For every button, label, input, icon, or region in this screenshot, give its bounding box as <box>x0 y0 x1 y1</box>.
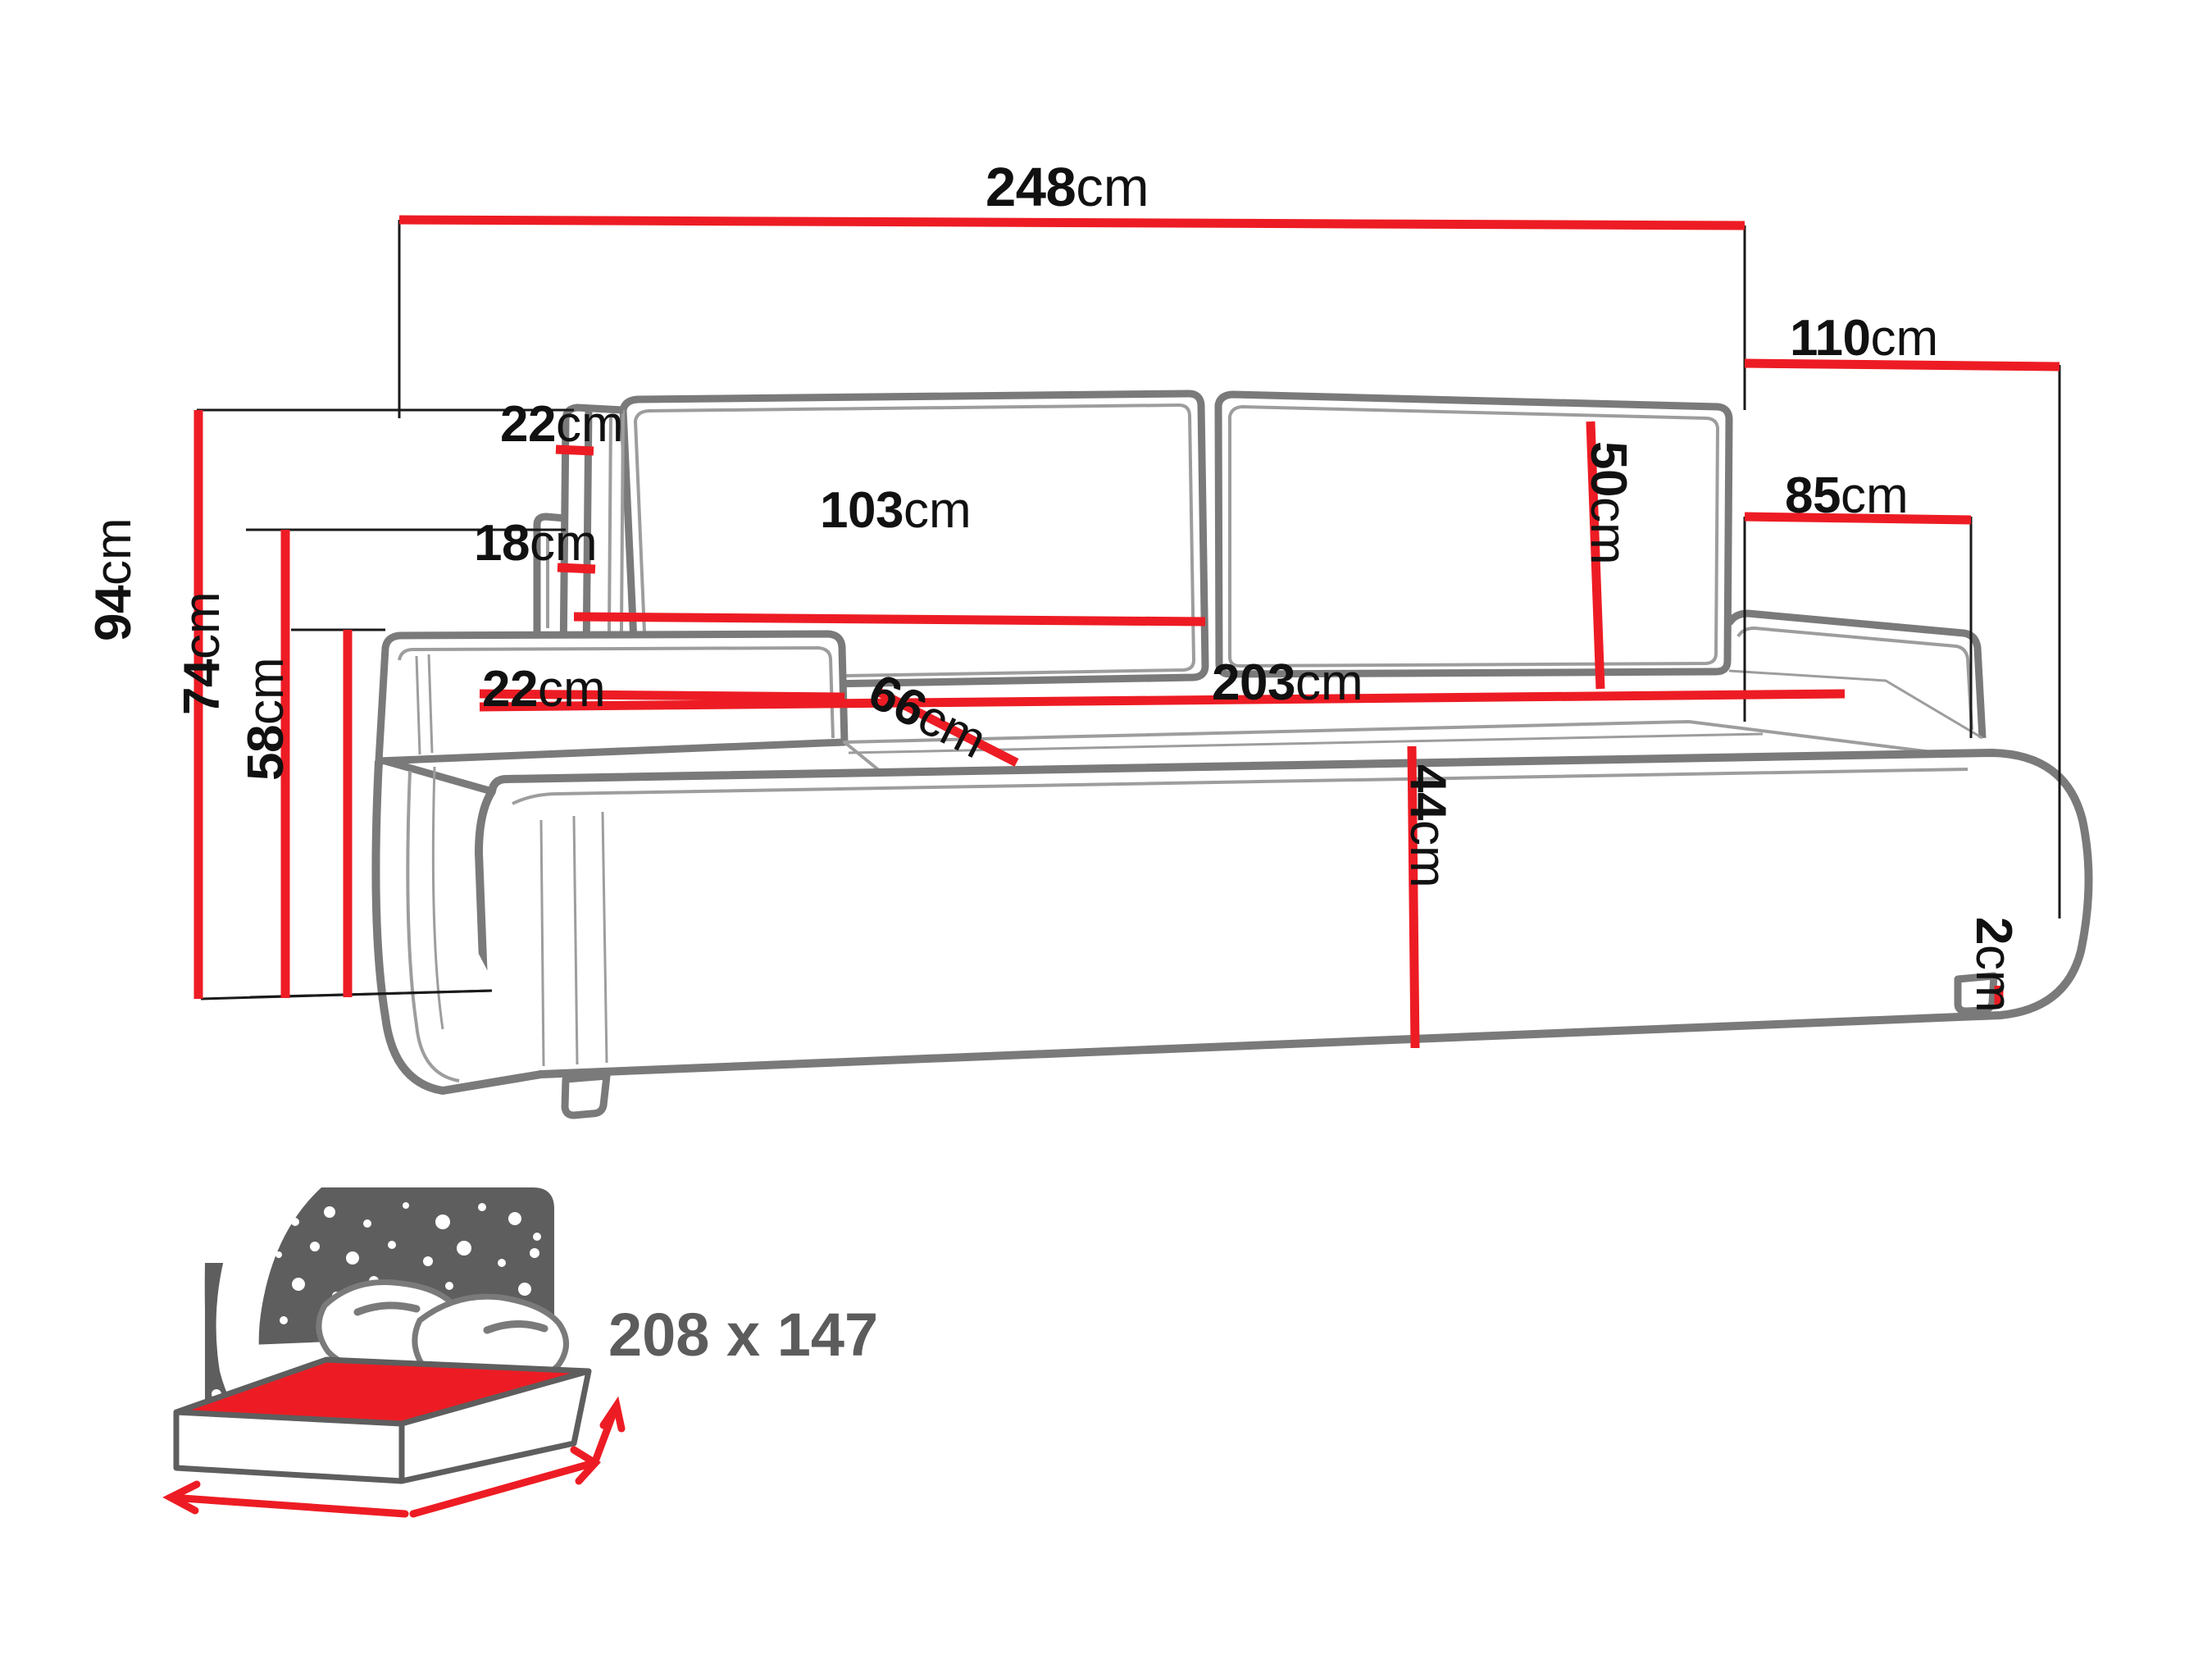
dimension-label-total-width: 248cm <box>985 157 1149 218</box>
dimension-label-arm-depth: 85cm <box>1785 467 1909 524</box>
backrest-far-band <box>1726 609 1987 740</box>
sofa-base-body <box>371 749 2093 1095</box>
sofa-foot-left <box>561 1072 611 1119</box>
dimension-label-cushion-width: 103cm <box>820 482 972 539</box>
sofa-foot-right <box>1954 972 1998 1015</box>
dimension-label-seat-width: 203cm <box>1212 654 1363 711</box>
dimension-label-backrest-top-thickness: 22cm <box>500 396 624 453</box>
red-dimension-lines <box>193 215 2060 1049</box>
dimension-label-arm-width: 22cm <box>482 661 606 718</box>
sleeping-area-label: 208 x 147 <box>608 1301 879 1369</box>
dimension-label-backrest-gap: 18cm <box>474 515 598 572</box>
mattress-size-arrows <box>162 1396 626 1518</box>
mattress <box>162 1356 626 1518</box>
extension-lines <box>197 220 2061 1000</box>
dimension-label-total-depth: 110cm <box>1790 310 1939 367</box>
